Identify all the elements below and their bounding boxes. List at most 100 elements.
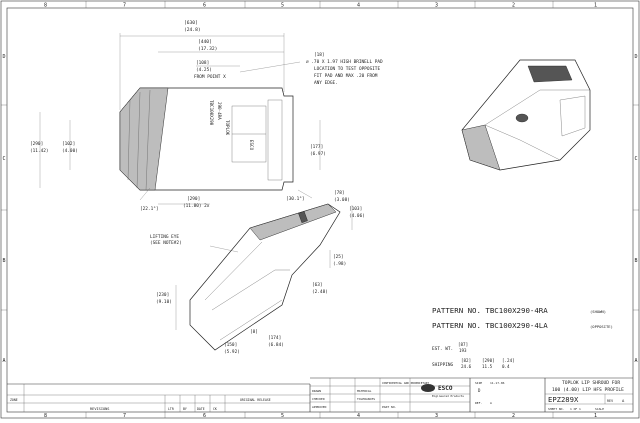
top-view-front-shade bbox=[119, 87, 169, 191]
rev-header: REVISIONS bbox=[90, 407, 109, 411]
zone-row-b: B bbox=[3, 258, 6, 264]
zone-row-b-right: B bbox=[635, 258, 638, 264]
zone-col-1-bottom: 1 bbox=[594, 413, 597, 419]
dim-177-in: (6.97) bbox=[310, 151, 326, 157]
pattern-2: PATTERN NO. TBC100X290-4LA bbox=[432, 321, 548, 330]
dim-78: [78] bbox=[334, 190, 345, 196]
dim-overall-length-in: (24.8) bbox=[184, 27, 201, 33]
drawing-number: EPZ289X bbox=[548, 395, 579, 404]
tb-partno: PART NO. bbox=[382, 405, 397, 409]
dim-290: [290] bbox=[30, 141, 43, 147]
dim-25-in: (.98) bbox=[333, 261, 346, 267]
rev-original: ORIGINAL RELEASE bbox=[240, 398, 271, 402]
zone-col-5-bottom: 5 bbox=[281, 413, 284, 419]
ship-c: [.24] bbox=[502, 358, 515, 363]
dim-63: [63] bbox=[312, 282, 323, 288]
note-line-1: ⌀ .70 X 1.97 HIGH BRINELL PAD bbox=[306, 59, 383, 65]
note-line-3: FIT PAD AND MAX .20 FROM bbox=[314, 73, 378, 79]
iso-top-pocket bbox=[527, 65, 573, 83]
pattern-1-note: (SHOWN) bbox=[590, 309, 606, 314]
note-line-2: LOCATION TO TEST OPPOSITE bbox=[314, 66, 380, 72]
dim-440-in: (17.32) bbox=[198, 46, 217, 52]
dim-174: [174] bbox=[268, 335, 281, 341]
lifting-eye-note: (SEE NOTE#2) bbox=[150, 240, 182, 246]
dim-150: [150] bbox=[224, 342, 237, 348]
dim-440: [440] bbox=[198, 39, 212, 45]
rev-value: A bbox=[622, 398, 625, 403]
dim-290b: [290] bbox=[187, 196, 200, 202]
elevation-view: [30.1°] [78] (3.08) [103] (4.06) [25] (.… bbox=[150, 189, 365, 355]
zone-row-a: A bbox=[3, 358, 6, 364]
dim-108: [108] bbox=[196, 60, 209, 66]
iso-nose bbox=[461, 124, 501, 171]
sheet-label: SHEET NO. bbox=[548, 407, 564, 411]
iso-logo bbox=[515, 113, 529, 123]
tb-drawn: DRAWN bbox=[312, 389, 321, 393]
rev-zone: ZONE bbox=[10, 398, 18, 402]
tb-checked: CHECKED bbox=[312, 397, 325, 401]
ref-label: REF. bbox=[475, 401, 482, 405]
zone-row-d: D bbox=[3, 54, 6, 60]
ship-b: [290] bbox=[482, 358, 495, 363]
ship-c-in: 0.4 bbox=[502, 364, 510, 369]
zone-row-c-right: C bbox=[635, 156, 638, 162]
zone-col-4: 4 bbox=[357, 3, 360, 9]
drawing-title-1: TOPLOK LIP SHROUD FOR bbox=[562, 380, 620, 386]
esco-logo: ESCO Engineered Products bbox=[421, 384, 464, 398]
zone-columns-bottom: 8 7 6 5 4 3 2 1 bbox=[44, 412, 597, 419]
dim-150-in: (5.92) bbox=[224, 349, 240, 355]
est-wt-value: [87] bbox=[458, 342, 468, 347]
zone-col-7: 7 bbox=[123, 3, 126, 9]
zone-col-5: 5 bbox=[281, 3, 284, 9]
tb-tolerances: TOLERANCES bbox=[357, 397, 375, 401]
company-name: ESCO bbox=[438, 385, 453, 392]
dim-from-point: FROM POINT X bbox=[194, 74, 226, 80]
dim-230-in: (9.10) bbox=[156, 299, 172, 305]
zone-col-6-bottom: 6 bbox=[203, 413, 206, 419]
dim-63-in: (2.48) bbox=[312, 289, 328, 295]
dim-290b-in: (11.80) 2x bbox=[183, 203, 210, 209]
zone-rows: D C B A D C B A bbox=[1, 54, 639, 364]
zone-col-2-bottom: 2 bbox=[512, 413, 515, 419]
lifting-eye-label: LIFTING EYE bbox=[150, 234, 179, 240]
dim-108-in: (4.25) bbox=[196, 67, 212, 73]
rev-label: REV bbox=[607, 399, 613, 403]
rev-date: DATE bbox=[197, 407, 205, 411]
ship-a: [82] bbox=[461, 358, 471, 363]
dim-25: [25] bbox=[333, 254, 344, 260]
rev-by: BY bbox=[183, 407, 187, 411]
top-view: TBC100X290 290-4RA TOPLOK ESCO [630] (24… bbox=[30, 20, 326, 212]
zone-col-7-bottom: 7 bbox=[123, 413, 126, 419]
side-lettering: TBC100X290 290-4RA TOPLOK ESCO bbox=[209, 100, 254, 151]
part-label-4: ESCO bbox=[249, 140, 254, 151]
ref-value: A bbox=[490, 401, 492, 405]
zone-col-3-bottom: 3 bbox=[435, 413, 438, 419]
zone-col-2: 2 bbox=[512, 3, 515, 9]
part-label-1: TBC100X290 bbox=[209, 100, 214, 126]
date-value: 11-17-06 bbox=[490, 381, 505, 385]
zone-col-6: 6 bbox=[203, 3, 206, 9]
dim-174-in: (6.84) bbox=[268, 342, 284, 348]
zone-col-4-bottom: 4 bbox=[357, 413, 360, 419]
pattern-block: PATTERN NO. TBC100X290-4RA (SHOWN) PATTE… bbox=[432, 306, 613, 369]
pattern-1: PATTERN NO. TBC100X290-4RA bbox=[432, 306, 548, 315]
size-label: SIZE bbox=[475, 381, 482, 385]
dim-8: [8] bbox=[250, 329, 258, 335]
sheet-value: 1 OF 1 bbox=[570, 407, 581, 411]
dim-102: [102] bbox=[62, 141, 75, 147]
isometric-view bbox=[461, 59, 591, 171]
rev-ck: CK bbox=[213, 407, 217, 411]
pattern-2-note: (OPPOSITE) bbox=[590, 324, 613, 329]
dim-230: [230] bbox=[156, 292, 169, 298]
dim-30deg: [30.1°] bbox=[286, 196, 305, 202]
zone-col-3: 3 bbox=[435, 3, 438, 9]
zone-col-1: 1 bbox=[594, 3, 597, 9]
zone-row-d-right: D bbox=[635, 54, 638, 60]
scale-label: SCALE bbox=[595, 407, 604, 411]
zone-columns-top: 8 7 6 5 4 3 2 1 bbox=[44, 1, 597, 9]
dim-78-in: (3.08) bbox=[334, 197, 350, 203]
company-sub: Engineered Products bbox=[432, 394, 464, 398]
drawing-title-2: 100 (4.00) LIP HFS PROFILE bbox=[552, 387, 624, 393]
ship-b-in: 11.5 bbox=[482, 364, 493, 369]
